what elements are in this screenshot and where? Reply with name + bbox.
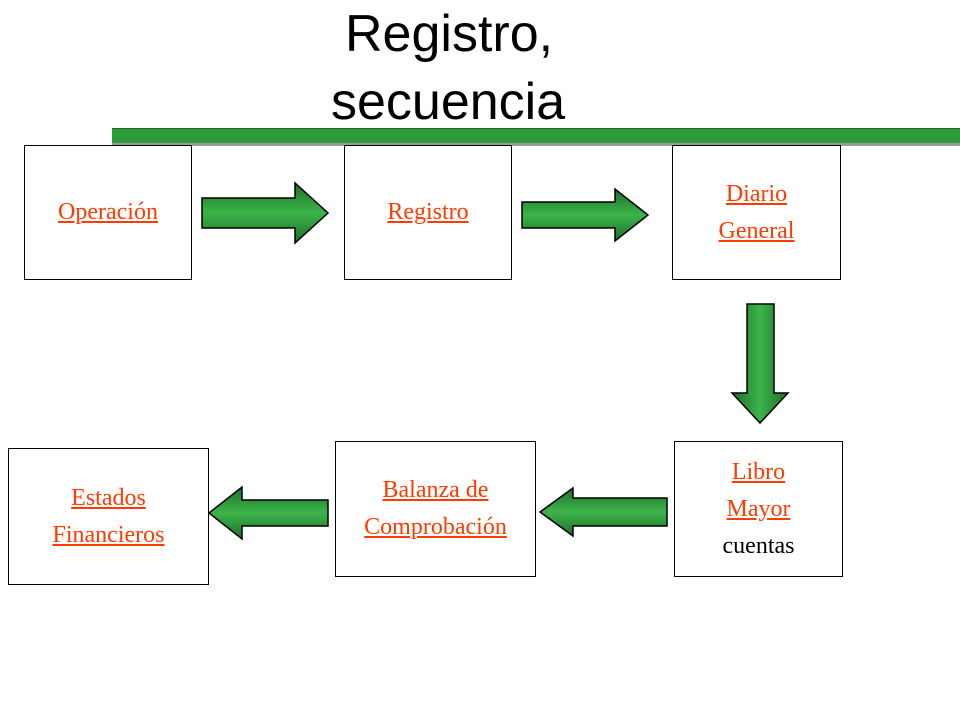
libro-link-line-1[interactable]: Libro: [731, 458, 786, 485]
title-divider-shadow: [112, 143, 960, 146]
node-operacion: Operación: [24, 145, 192, 280]
balanza-link-line-2[interactable]: Comprobación: [364, 514, 507, 540]
libro-cuentas-text: cuentas: [722, 532, 795, 559]
arrow-registro-to-diario: [521, 187, 650, 243]
diario-link-line-1[interactable]: Diario: [725, 180, 788, 207]
estados-link-line-2[interactable]: Financieros: [52, 521, 165, 548]
slide-title-line-2: secuencia: [331, 73, 566, 131]
node-balanza-comprobacion: Balanza de Comprobación: [335, 441, 536, 577]
diario-link-line-2[interactable]: General: [718, 217, 795, 244]
estados-link-line-1[interactable]: Estados: [71, 484, 146, 511]
balanza-link-line-1[interactable]: Balanza de: [382, 477, 489, 503]
arrow-diario-to-libro: [730, 303, 790, 425]
slide-title-line-1: Registro,: [345, 5, 554, 63]
arrow-operacion-to-registro: [201, 181, 330, 245]
node-libro-mayor: Libro Mayor cuentas: [674, 441, 843, 577]
node-registro: Registro: [344, 145, 512, 280]
operacion-link[interactable]: Operación: [58, 199, 158, 225]
arrow-libro-to-balanza: [538, 486, 668, 538]
arrow-balanza-to-estados: [207, 485, 329, 541]
libro-link-line-2[interactable]: Mayor: [726, 495, 791, 522]
node-diario-general: Diario General: [672, 145, 841, 280]
node-estados-financieros: Estados Financieros: [8, 448, 209, 585]
registro-link[interactable]: Registro: [387, 199, 469, 225]
